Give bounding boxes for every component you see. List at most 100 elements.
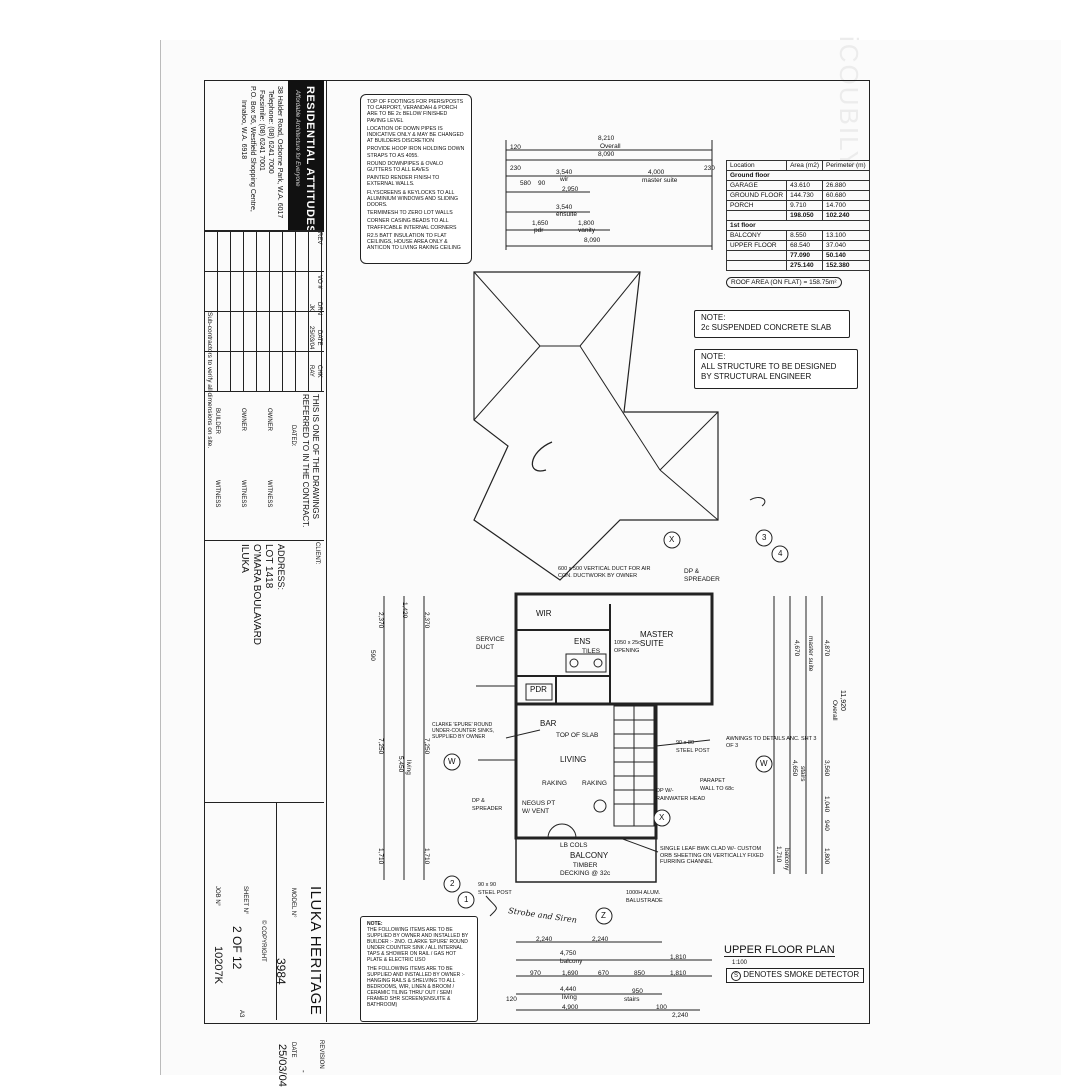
note-structure-line-2: BY STRUCTURAL ENGINEER bbox=[701, 372, 812, 381]
dim-text: 3,560 bbox=[823, 760, 830, 777]
dim-text: 850 bbox=[634, 970, 645, 977]
note-item: TERMIMESH TO ZERO LOT WALLS bbox=[367, 210, 453, 217]
dim-text: stairs bbox=[624, 996, 640, 1003]
notes-bottom-box: NOTE: THE FOLLOWING ITEMS ARE TO BE SUPP… bbox=[360, 916, 478, 1022]
dim-text: wir bbox=[560, 176, 569, 183]
smoke-detector-icon: S bbox=[731, 971, 741, 981]
note-item: LOCATION OF DOWN PIPES IS INDICATIVE ONL… bbox=[367, 125, 464, 145]
service-duct: SERVICE DUCT bbox=[476, 636, 505, 651]
area-cell: 275.140 bbox=[786, 260, 823, 271]
dim-text: Overall bbox=[831, 700, 838, 721]
note-item: CORNER CASING BEADS TO ALL TRAFFICABLE I… bbox=[367, 218, 457, 231]
dim-text: ensuite bbox=[556, 211, 577, 218]
dim-text: 4,900 bbox=[562, 1004, 579, 1011]
lb-cols: LB COLS bbox=[560, 842, 588, 849]
note-item: ROUND DOWNPIPES & OVALO GUTTERS TO ALL E… bbox=[367, 160, 443, 174]
vertical-duct-note: 600 x 500 VERTICAL DUCT FOR AIR CON. DUC… bbox=[558, 566, 651, 579]
dim-text: 970 bbox=[530, 970, 541, 977]
top-of-slab: TOP OF SLAB bbox=[556, 732, 599, 739]
dim-text: vanity bbox=[578, 227, 595, 234]
dim-text: stairs bbox=[799, 766, 806, 782]
timber-decking: TIMBER DECKING @ 32c bbox=[560, 862, 611, 877]
balustrade-note: 1000H ALUM. BALUSTRADE bbox=[626, 890, 663, 904]
dim-text: living bbox=[405, 760, 412, 775]
negus-vent: NEGUS PT W/ VENT bbox=[522, 800, 556, 815]
area-cell: 152.380 bbox=[822, 260, 870, 271]
company-logo bbox=[288, 80, 324, 230]
dim-text: 940 bbox=[823, 820, 830, 831]
room-master-suite: MASTER SUITE bbox=[640, 630, 674, 648]
note-slab-text: 2c SUSPENDED CONCRETE SLAB bbox=[701, 323, 832, 332]
room-bar: BAR bbox=[540, 719, 557, 728]
single-leaf-note: SINGLE LEAF BWK CLAD W/- CUSTOM ORB SHEE… bbox=[660, 846, 764, 865]
room-pdr: PDR bbox=[530, 685, 547, 694]
project-box bbox=[204, 802, 324, 1020]
grid-mark-label: X bbox=[659, 813, 665, 822]
contract-box bbox=[204, 390, 324, 541]
grid-mark-label: W bbox=[760, 759, 768, 768]
notes-bottom-heading: NOTE: bbox=[367, 921, 383, 927]
title-block: RESIDENTIAL ATTITUDES Affordable Archite… bbox=[204, 80, 327, 1087]
dp-spreader-left: DP & SPREADER bbox=[472, 798, 503, 812]
note-item: THE FOLLOWING ITEMS ARE TO BE SUPPLIED A… bbox=[367, 966, 465, 1008]
grid-mark-label: X bbox=[669, 535, 675, 544]
raking-label: RAKING bbox=[582, 780, 607, 787]
dim-text: 1,710 bbox=[423, 848, 430, 865]
dim-text: pdr bbox=[534, 227, 544, 234]
dim-text: 90 bbox=[538, 180, 546, 187]
area-table: Location Area (m2) Perimeter (m) Ground … bbox=[725, 160, 870, 289]
dim-text: 7,250 bbox=[377, 738, 384, 755]
handwritten-note: Strobe and Siren bbox=[507, 906, 578, 925]
dim-text: 1,710 bbox=[775, 846, 782, 863]
room-ens: ENS bbox=[574, 637, 591, 646]
dim-text: 1,810 bbox=[670, 970, 687, 977]
note-slab-box: NOTE: 2c SUSPENDED CONCRETE SLAB bbox=[694, 310, 850, 338]
dim-text: 230 bbox=[704, 165, 715, 172]
note-item: THE FOLLOWING ITEMS ARE TO BE SUPPLIED B… bbox=[367, 927, 469, 963]
dim-text: master suite bbox=[642, 177, 678, 184]
dim-text: Overall bbox=[600, 143, 621, 150]
dim-text: 4,670 bbox=[793, 640, 800, 657]
dp-spreader-top: DP & SPREADER bbox=[684, 568, 720, 583]
dim-text: 670 bbox=[598, 970, 609, 977]
dim-text: 4,440 bbox=[560, 986, 577, 993]
dim-text: 8,210 bbox=[598, 135, 615, 142]
grid-mark-label: 4 bbox=[778, 549, 783, 558]
plan-title: UPPER FLOOR PLAN bbox=[724, 944, 835, 957]
dim-text: 580 bbox=[520, 180, 531, 187]
dp-rainwater-note: DP W/- RAINWATER HEAD bbox=[656, 788, 706, 802]
dim-text: 100 bbox=[656, 1004, 667, 1011]
dim-text: 230 bbox=[510, 165, 521, 172]
dim-text: balcony bbox=[560, 958, 583, 965]
smoke-legend: S DENOTES SMOKE DETECTOR bbox=[726, 968, 865, 983]
opening-note: 1050 x 25c OPENING bbox=[614, 640, 641, 654]
smoke-legend-text: DENOTES SMOKE DETECTOR bbox=[743, 970, 860, 979]
dim-text: 3,540 bbox=[556, 169, 573, 176]
dim-text: 4,750 bbox=[560, 950, 577, 957]
room-tiles: TILES bbox=[582, 648, 601, 655]
dim-text: 1,710 bbox=[377, 848, 384, 865]
dim-text: 1,420 bbox=[401, 602, 408, 619]
clarke-sink-note: CLARKE 'EPURE' ROUND UNDER-COUNTER SINKS… bbox=[432, 722, 494, 740]
dim-text: 120 bbox=[510, 144, 521, 151]
dim-text: 1,810 bbox=[670, 954, 687, 961]
dim-text: 1,800 bbox=[823, 848, 830, 865]
dim-text: 3,540 bbox=[556, 204, 573, 211]
note-item: FLYSCREENS & KEYLOCKS TO ALL ALUMINIUM W… bbox=[367, 189, 459, 209]
area-cell bbox=[725, 260, 788, 271]
awnings-note: AWNINGS TO DETAILS ANC. SHT 3 OF 3 bbox=[726, 736, 817, 749]
notes-top-box: TOP OF FOOTINGS FOR PIERS/POSTS TO CARPO… bbox=[360, 94, 472, 264]
dim-text: 8,090 bbox=[598, 151, 615, 158]
dim-text: 950 bbox=[632, 988, 643, 995]
note-item: R2.5 BATT INSULATION TO FLAT CEILINGS, H… bbox=[367, 232, 461, 252]
room-balcony: BALCONY bbox=[570, 851, 609, 860]
dim-text: 4,870 bbox=[823, 640, 830, 657]
dim-text: 2,240 bbox=[536, 936, 553, 943]
dim-text: 7,250 bbox=[423, 738, 430, 755]
note-structure-line-1: ALL STRUCTURE TO BE DESIGNED bbox=[701, 362, 837, 371]
dim-text: 2,370 bbox=[377, 612, 384, 629]
dim-text: 4,650 bbox=[791, 760, 798, 777]
dim-text: 2,240 bbox=[592, 936, 609, 943]
note-item: PROVIDE HOOP IRON HOLDING DOWN STRAPS TO… bbox=[367, 146, 465, 159]
